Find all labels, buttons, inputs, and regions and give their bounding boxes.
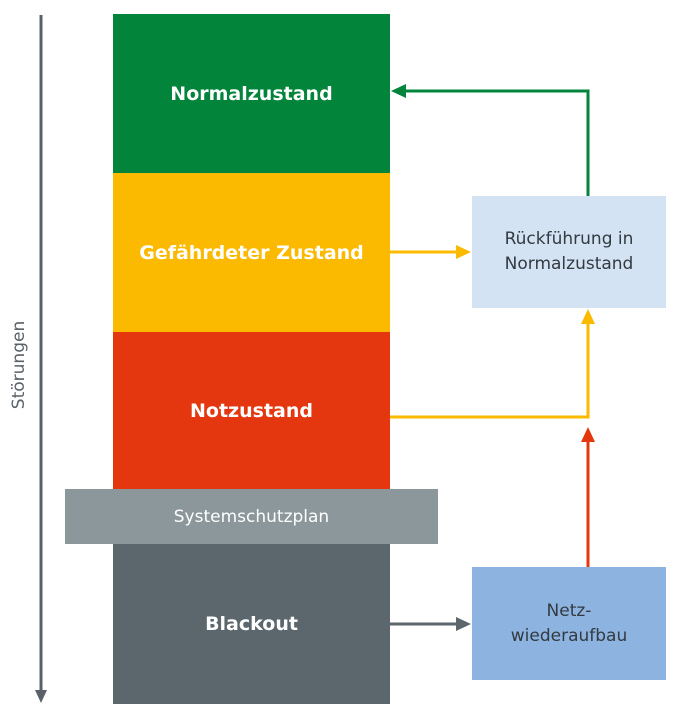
system-protection-plan-label: Systemschutzplan xyxy=(173,506,330,527)
disturbance-axis-label: Störungen xyxy=(9,320,29,410)
state-emergency-label: Notzustand xyxy=(190,399,313,422)
emergency-to-recovery-arrow xyxy=(390,309,595,419)
endangered-to-recovery-arrow xyxy=(390,245,471,259)
return-normal-arrow xyxy=(391,84,590,196)
grid-restoration-line1: Netz- xyxy=(546,600,592,621)
state-endangered-label: Gefährdeter Zustand xyxy=(139,241,364,264)
state-blackout: Blackout xyxy=(113,544,390,704)
recovery-box: Rückführung in Normalzustand xyxy=(472,196,666,308)
blackout-to-restoration-arrow xyxy=(390,617,471,631)
recovery-box-line2: Normalzustand xyxy=(504,254,634,274)
restoration-to-recovery-arrow xyxy=(581,427,595,567)
recovery-box-line1: Rückführung in xyxy=(504,229,634,249)
grid-restoration-box: Netz- wiederaufbau xyxy=(472,567,666,680)
grid-restoration-line2: wiederaufbau xyxy=(510,625,628,646)
state-normal: Normalzustand xyxy=(113,14,390,173)
state-emergency: Notzustand xyxy=(113,332,390,489)
disturbance-axis-arrow xyxy=(35,15,47,703)
system-protection-plan: Systemschutzplan xyxy=(65,489,438,544)
state-normal-label: Normalzustand xyxy=(170,82,333,105)
state-endangered: Gefährdeter Zustand xyxy=(113,173,390,332)
state-blackout-label: Blackout xyxy=(205,613,298,635)
